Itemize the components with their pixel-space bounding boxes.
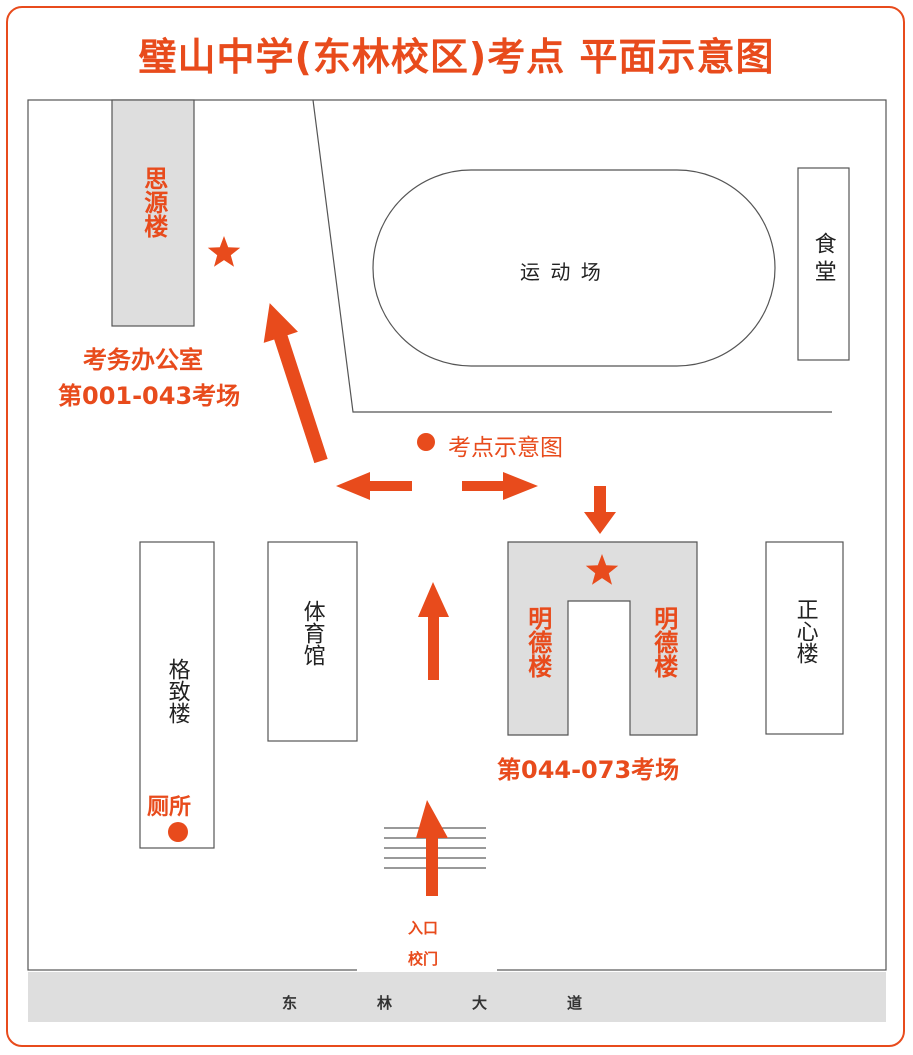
gym-label-text: 体育馆 — [299, 600, 325, 666]
gezhi-label-text: 格致楼 — [164, 658, 190, 724]
up-arrow-icon — [418, 582, 449, 680]
canteen-building — [797, 167, 850, 361]
canteen-label-text: 食堂 — [810, 232, 836, 288]
exam-office-label: 考务办公室 — [83, 346, 203, 374]
toilet-label: 厕所 — [147, 795, 192, 820]
mingde-right-label: 明德楼 — [648, 606, 678, 678]
siyuan-label: 思源楼 — [138, 166, 168, 238]
mingde-right-label-text: 明德楼 — [649, 606, 678, 678]
mingde-left-label-text: 明德楼 — [523, 606, 552, 678]
playground-track — [372, 169, 776, 367]
gate-label: 校门 — [408, 950, 439, 968]
road-char-1: 东 — [282, 994, 298, 1012]
gezhi-label: 格致楼 — [162, 658, 192, 724]
zhengxin-building — [765, 541, 844, 735]
map-point-dot-icon — [417, 433, 435, 451]
mingde-building — [507, 541, 698, 736]
zhengxin-label: 正心楼 — [790, 598, 820, 664]
road-char-3: 大 — [472, 994, 488, 1012]
map-point-label: 考点示意图 — [448, 435, 563, 461]
diagonal-arrow-icon — [263, 303, 328, 464]
right-arrow-icon — [462, 472, 538, 500]
gym-building — [267, 541, 358, 742]
road — [28, 972, 886, 1022]
down-arrow-icon — [584, 486, 616, 534]
mingde-star-icon — [585, 554, 619, 585]
road-char-2: 林 — [377, 994, 393, 1012]
mingde-left-label: 明德楼 — [522, 606, 552, 678]
siyuan-star-icon — [207, 236, 241, 267]
road-char-4: 道 — [567, 994, 583, 1012]
canteen-label: 食堂 — [807, 232, 839, 288]
rooms-1-label: 第001-043考场 — [58, 382, 241, 410]
zhengxin-label-text: 正心楼 — [792, 598, 818, 664]
playground-label: 运 动 场 — [520, 260, 603, 284]
entrance-label: 入口 — [408, 919, 439, 937]
siyuan-label-text: 思源楼 — [139, 166, 168, 238]
playground-area-boundary — [312, 99, 832, 413]
map-frame — [6, 6, 905, 1047]
toilet-dot-icon — [168, 822, 188, 842]
entrance-arrow-icon — [416, 800, 448, 896]
rooms-2-label: 第044-073考场 — [497, 756, 680, 784]
gezhi-building — [139, 541, 215, 849]
left-arrow-icon — [336, 472, 412, 500]
siyuan-building — [111, 99, 195, 327]
map-title: 璧山中学(东林校区)考点 平面示意图 — [138, 35, 775, 79]
gym-label: 体育馆 — [297, 600, 327, 666]
